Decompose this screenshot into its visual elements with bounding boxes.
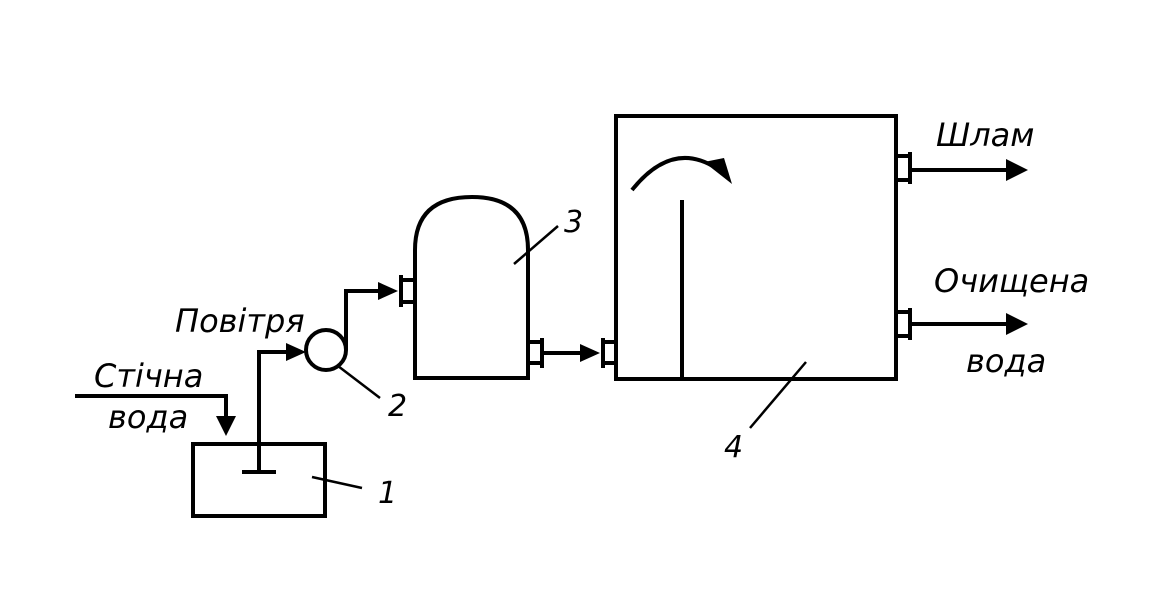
number-4: 4 — [724, 430, 743, 465]
wastewater-inflow-arrow — [75, 394, 236, 436]
pipe-vessel-to-basin — [528, 338, 616, 368]
air-label: Повітря — [175, 302, 305, 340]
number-1: 1 — [378, 476, 397, 511]
number-2: 2 — [388, 389, 407, 424]
pipe-pump-to-vessel — [344, 275, 415, 350]
leader-2 — [337, 365, 381, 399]
vessel-3 — [413, 194, 530, 380]
clean-water-label-line1: Очищена — [934, 262, 1089, 300]
sludge-label: Шлам — [936, 116, 1034, 154]
clean-water-outlet-arrow — [896, 308, 1028, 340]
basin-4 — [614, 114, 898, 381]
clean-water-label-line2: вода — [966, 342, 1046, 380]
wastewater-label-line1: Стічна — [94, 357, 203, 395]
pipe-tank-to-pump — [257, 343, 306, 472]
leader-3 — [513, 225, 559, 265]
leader-4 — [749, 361, 807, 429]
pump-2 — [304, 328, 348, 372]
wastewater-label-line2: вода — [108, 398, 188, 436]
leader-1 — [311, 475, 363, 490]
number-3: 3 — [564, 205, 583, 240]
sludge-outlet-arrow — [896, 152, 1028, 184]
